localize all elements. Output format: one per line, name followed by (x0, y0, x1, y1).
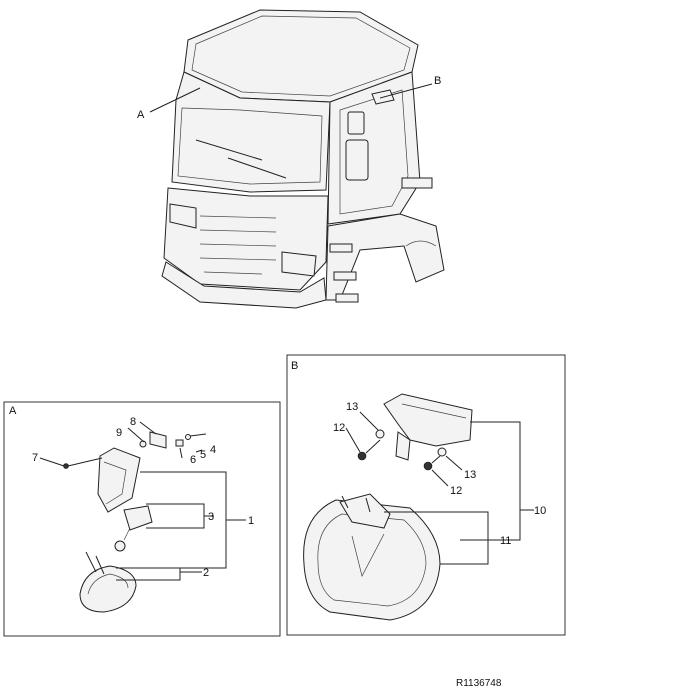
light-housing (97, 447, 141, 513)
part-label-13-left: 13 (346, 401, 358, 413)
detail-panel-a-title: A (9, 405, 17, 417)
detail-panel-a: A (3, 401, 281, 637)
washer (139, 440, 147, 448)
part-label-6: 6 (190, 454, 196, 466)
callout-b-label: B (434, 75, 441, 87)
detail-panel-b: B 10 11 1 (286, 354, 566, 636)
bracket (149, 431, 167, 449)
part-label-5: 5 (200, 449, 206, 461)
nut (175, 439, 184, 447)
lens (79, 565, 137, 613)
part-label-7: 7 (32, 452, 38, 464)
callout-a-label: A (137, 109, 145, 121)
truck-cab-illustration: A B (137, 9, 445, 309)
marker-light-unit (383, 393, 473, 447)
part-label-9: 9 (116, 427, 122, 439)
figure-reference: R1136748 (456, 678, 502, 689)
callout-b-leader (379, 83, 433, 99)
screw (189, 433, 207, 437)
part-label-12-right: 12 (450, 485, 462, 497)
screw-head (423, 461, 433, 471)
washer (375, 429, 385, 439)
part-label-12-left: 12 (333, 422, 345, 434)
screw-head (357, 451, 367, 461)
detail-panel-a-frame (3, 401, 281, 637)
part-label-13-right: 13 (464, 469, 476, 481)
washer (437, 447, 447, 457)
detail-panel-b-frame (286, 354, 566, 636)
part-label-4: 4 (210, 444, 216, 456)
part-label-1: 1 (248, 515, 254, 527)
part-label-10: 10 (534, 505, 546, 517)
callout-a-leader (149, 87, 201, 113)
detail-panel-b-title: B (291, 360, 298, 372)
part-label-8: 8 (130, 416, 136, 428)
part-label-3: 3 (208, 511, 214, 523)
part-label-11: 11 (500, 535, 511, 547)
bulb-holder (123, 505, 153, 531)
part-label-2: 2 (203, 567, 209, 579)
bulb (114, 540, 126, 552)
